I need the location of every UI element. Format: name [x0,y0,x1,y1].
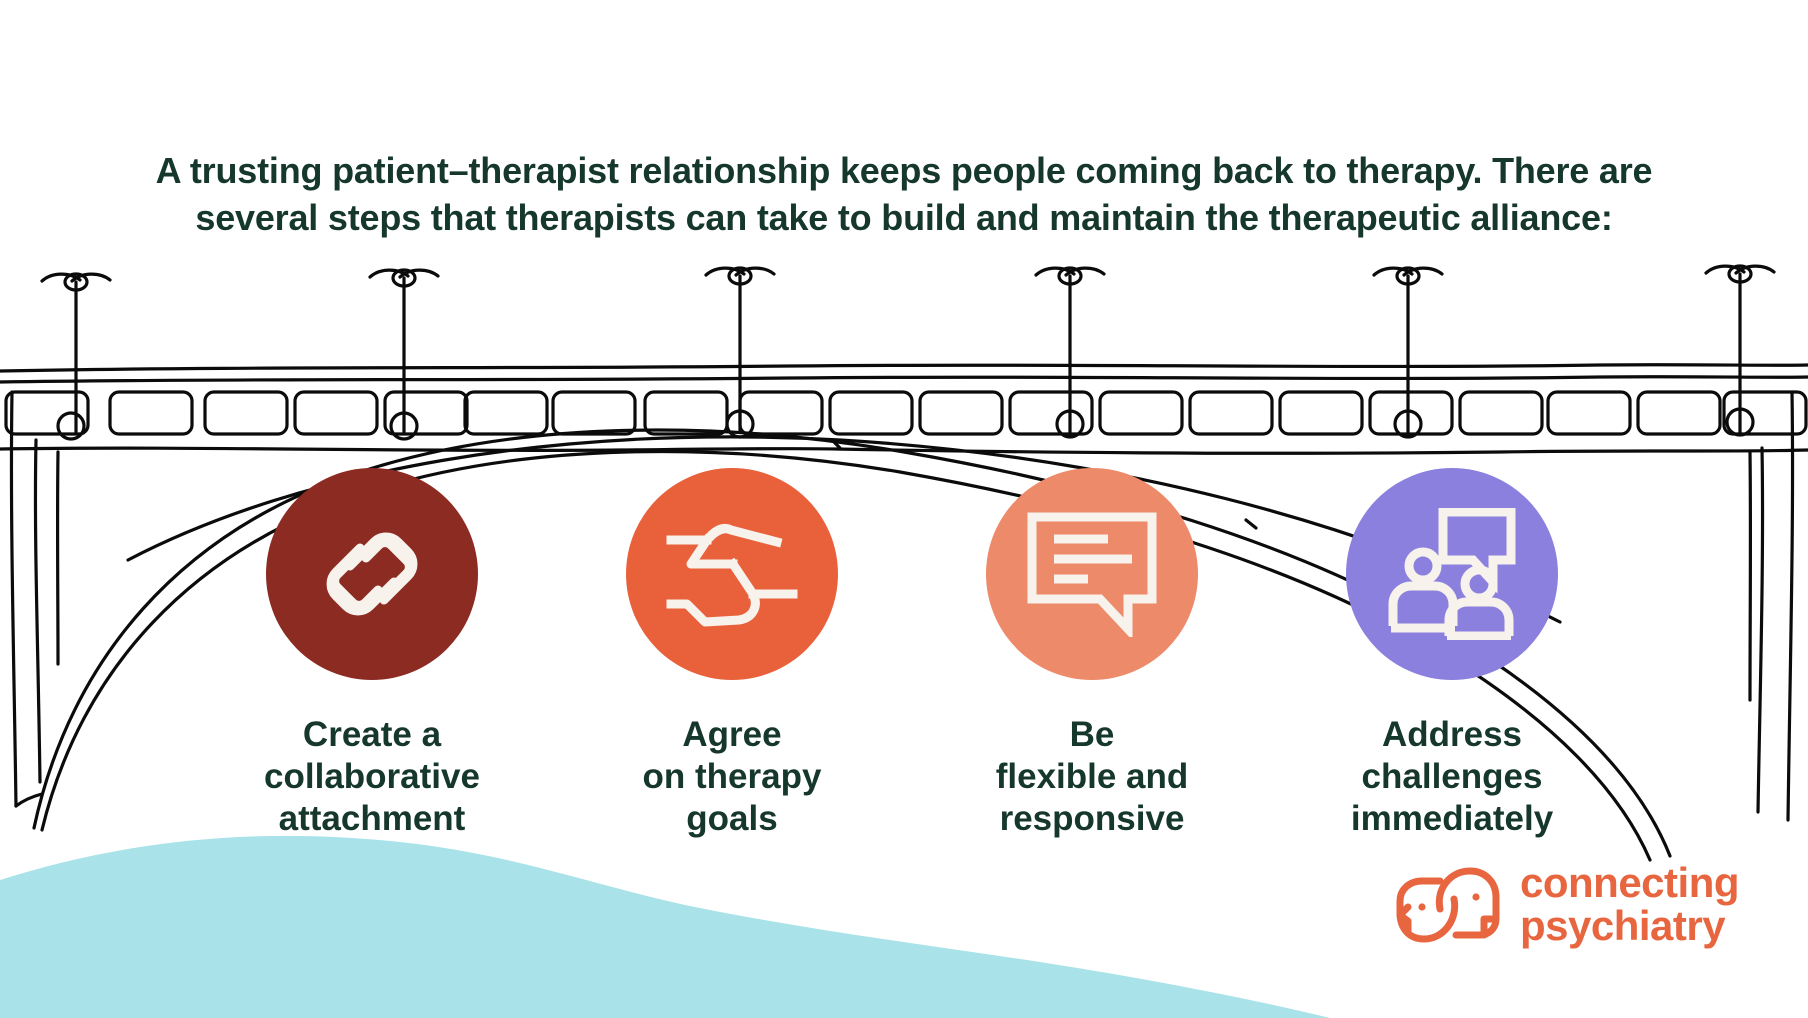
step-label-3: Be flexible and responsive [995,715,1189,838]
bridge-pier-left-base [14,792,44,808]
water-shape [0,835,1330,1018]
step-icon-circle-1[interactable] [266,468,478,680]
speech-bubble-icon [1027,512,1157,637]
people-discussion-icon [1388,508,1516,640]
page-title: A trusting patient–therapist relationshi… [155,150,1653,238]
step-item-4[interactable]: Address challenges immediately [1302,468,1602,840]
bridge-deck-top [0,363,1808,373]
chain-links-icon [326,532,418,616]
bridge-deck-bottom [0,375,1808,384]
brand-logo[interactable]: connecting psychiatry [1396,859,1740,949]
steps-row: Create a collaborative attachment Agree … [222,468,1602,840]
step-label-1: Create a collaborative attachment [264,715,480,838]
step-label-2: Agree on therapy goals [642,715,822,838]
bridge-pier-left-outer [9,390,18,808]
brand-logo-text: connecting psychiatry [1520,859,1740,949]
step-label-4: Address challenges immediately [1350,715,1554,838]
step-icon-circle-3[interactable] [986,468,1198,680]
step-item-2[interactable]: Agree on therapy goals [582,468,882,840]
bridge-railing [4,390,1808,436]
bridge-lamp-posts [40,264,1776,441]
bridge-pier-right-outer [1786,390,1795,822]
bridge-beam-top [0,446,1808,455]
bridge-pier-left-inner [33,438,42,784]
step-item-1[interactable]: Create a collaborative attachment [222,468,522,840]
bridge-pier-right-inner [1756,446,1765,814]
handshake-icon [666,523,798,627]
step-icon-circle-4[interactable] [1346,468,1558,680]
bridge-joint-left [830,438,842,450]
two-heads-icon [1396,867,1500,943]
step-icon-circle-2[interactable] [626,468,838,680]
step-item-3[interactable]: Be flexible and responsive [942,468,1242,840]
